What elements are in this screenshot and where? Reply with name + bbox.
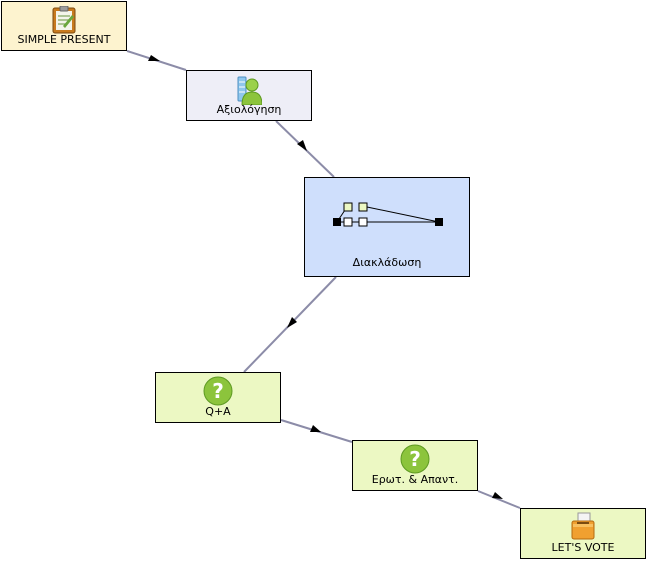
node-label: Διακλάδωση <box>352 256 422 269</box>
question-icon: ? <box>203 376 233 409</box>
activity-branching[interactable]: Διακλάδωση <box>304 177 470 277</box>
edge-branching-qa[interactable] <box>243 276 337 373</box>
notepad-icon <box>52 5 76 37</box>
activity-qa[interactable]: ? Q+A <box>155 372 281 423</box>
activity-lets-vote[interactable]: LET'S VOTE <box>520 508 646 559</box>
assessment-user-icon <box>236 75 263 108</box>
edge-qa2-vote[interactable] <box>477 490 521 509</box>
node-label: Q+A <box>205 405 231 418</box>
edge-assessment-branching[interactable] <box>275 120 335 178</box>
node-label: LET'S VOTE <box>551 541 615 554</box>
branching-icon <box>327 200 447 233</box>
activity-questions-answers[interactable]: ? Ερωτ. & Απαντ. <box>352 440 478 491</box>
edge-qa-qa2[interactable] <box>280 419 353 443</box>
svg-text:?: ? <box>212 379 224 403</box>
activity-simple-present[interactable]: SIMPLE PRESENT <box>1 1 127 51</box>
svg-text:?: ? <box>409 447 421 471</box>
node-label: Αξιολόγηση <box>216 103 282 116</box>
question-icon: ? <box>400 444 430 477</box>
edge-present-assessment[interactable] <box>126 50 187 71</box>
node-label: SIMPLE PRESENT <box>17 33 111 46</box>
ballot-box-icon <box>570 512 596 543</box>
activity-assessment[interactable]: Αξιολόγηση <box>186 70 312 121</box>
node-label: Ερωτ. & Απαντ. <box>371 473 459 486</box>
